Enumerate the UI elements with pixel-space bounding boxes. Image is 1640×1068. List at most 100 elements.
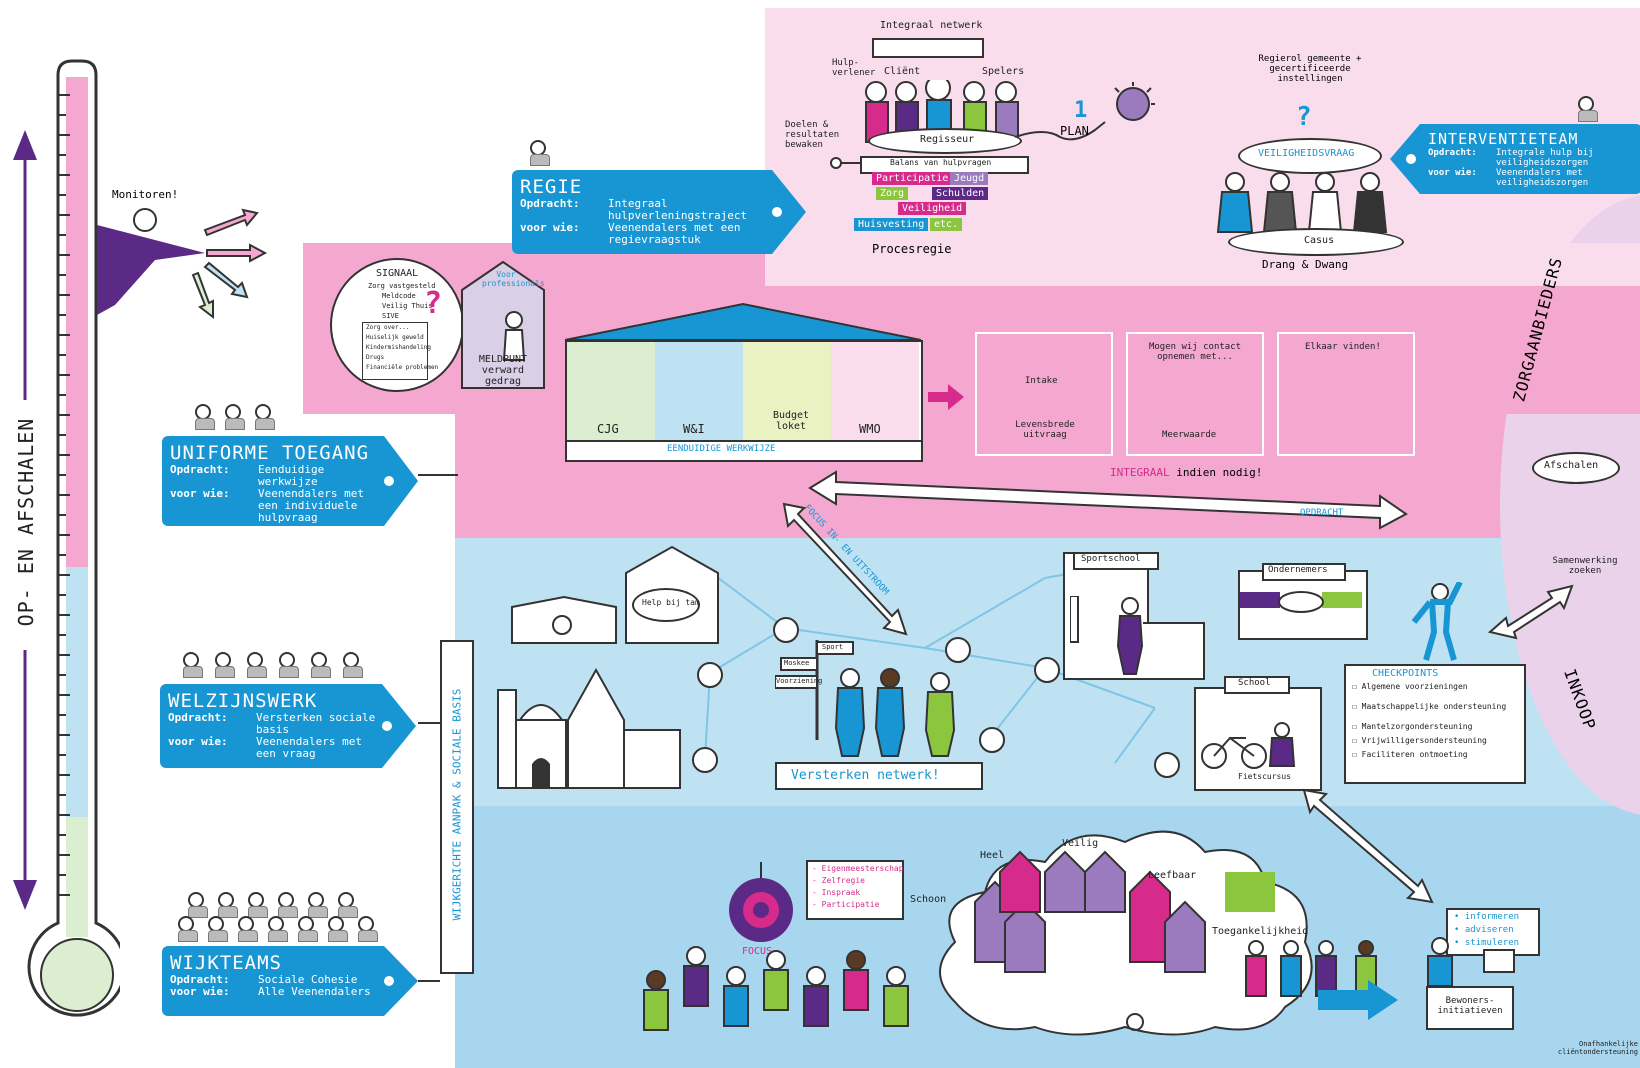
tag-hole	[384, 976, 394, 986]
person-icon	[328, 916, 348, 942]
person-icon	[279, 652, 299, 678]
panel-top-label: Elkaar vinden!	[1305, 342, 1381, 352]
opdracht-arrow	[808, 470, 1408, 530]
tag-value: Veenendalers met een regievraagstuk	[608, 221, 741, 246]
integraal-netwerk-sign: Integraal netwerk	[872, 20, 984, 58]
procesregie-connector	[765, 243, 1640, 288]
tag-key: Opdracht:	[170, 463, 230, 476]
tag-hole	[384, 476, 394, 486]
signpost	[775, 640, 854, 740]
bewoners-desk-figure	[1427, 937, 1515, 987]
onafhankelijke-label: Onafhankelijke cliëntondersteuning	[1557, 1040, 1638, 1056]
tag-title: WIJKTEAMS	[170, 952, 282, 974]
wijk-word: Veilig	[1062, 838, 1099, 849]
checkpoint-item: ☐ Maatschappelijke ondersteuning	[1352, 702, 1507, 711]
tag-value: Alle Veenendalers	[258, 985, 371, 998]
signaal-card-line: Financiële problemen	[366, 364, 439, 371]
plan-label: PLAN	[1060, 124, 1089, 138]
sportschool-sign: Sportschool	[1073, 552, 1159, 570]
toegang-cell-label: CJG	[597, 422, 619, 436]
focus-list-item: - Participatie	[812, 900, 880, 909]
panel-bottom-label: Levensbrede uitvraag	[1015, 420, 1075, 440]
residents-crowd	[643, 946, 909, 1031]
person-icon	[215, 652, 235, 678]
toegang-cell-label: WMO	[859, 422, 881, 436]
person-icon	[248, 892, 268, 918]
procesregie-role: Hulp-verlener	[832, 58, 876, 78]
versterken-netwerk-label: Versterken netwerk!	[791, 768, 940, 783]
tag-key: Opdracht:	[168, 711, 228, 724]
tag-hole	[1406, 154, 1416, 164]
bewoners-initiatieven-label: Bewoners-initiatieven	[1437, 996, 1503, 1016]
wijk-word: Heel	[980, 850, 1005, 861]
person-icon	[530, 140, 550, 166]
tag-key: voor wie:	[170, 985, 230, 998]
tag-title: INTERVENTIETEAM	[1428, 130, 1579, 148]
handshake-icon	[1240, 591, 1362, 613]
procesregie-table: Regisseur	[868, 128, 1022, 154]
procesregie-base-label: Balans van hulpvragen	[890, 158, 992, 167]
help-bubble: Help bij tam	[632, 588, 700, 622]
school-sign: School	[1224, 676, 1290, 694]
person-icon	[338, 892, 358, 918]
tag-key: Opdracht:	[1428, 148, 1477, 158]
integraal-label: INTEGRAAL	[1110, 466, 1170, 479]
person-icon	[178, 916, 198, 942]
procesregie-side-note: Doelen & resultaten bewaken	[785, 120, 840, 150]
procesregie-block: Veiligheid	[898, 202, 967, 215]
network-node	[979, 727, 1005, 753]
toegang-cell-wi: W&I	[655, 342, 743, 442]
tag-value: Eenduidige werkwijze	[258, 463, 325, 488]
tag-key: Opdracht:	[520, 197, 580, 210]
procesregie-role: Cliënt	[884, 66, 921, 77]
checkpoints-title: CHECKPOINTS	[1372, 668, 1439, 679]
plan-path	[1015, 82, 1155, 141]
person-icon	[183, 652, 203, 678]
welzijnswerk-tag: WELZIJNSWERK Opdracht:Versterken sociale…	[160, 684, 416, 768]
panel-top-label: Mogen wij contact opnemen met...	[1148, 342, 1242, 362]
veiligheidsvraag-bubble: VEILIGHEIDSVRAAG	[1238, 138, 1382, 174]
versterken-netwerk-banner: Versterken netwerk!	[775, 762, 983, 790]
procesregie-block: etc.	[930, 218, 963, 231]
tag-value: Versterken sociale basis	[256, 711, 376, 736]
procesregie-block: Participatie	[872, 172, 953, 185]
network-node	[773, 617, 799, 643]
tag-value: Integrale hulp bij veiligheidszorgen	[1496, 148, 1594, 168]
toegang-house: CJG W&I Budget loket WMO	[565, 340, 923, 444]
focus-arrow	[782, 502, 908, 636]
signaal-line: Zorg vastgesteld	[368, 282, 436, 290]
mosque-church-buildings	[497, 667, 681, 789]
signpost-label: Voorziening	[776, 677, 823, 685]
checkpoint-item: ☐ Algemene voorzieningen	[1352, 682, 1468, 691]
tag-value: Veenendalers met een individuele hulpvra…	[258, 487, 364, 524]
tag-key: Opdracht:	[170, 973, 230, 986]
tag-hole	[382, 721, 392, 731]
tag-value: Veenendalers met een vraag	[256, 735, 362, 760]
monitor-speech: Monitoren!	[112, 188, 179, 201]
wijk-word: Toegankelijkheid	[1212, 926, 1309, 937]
checkpoint-item: ☐ Faciliteren ontmoeting	[1352, 750, 1468, 759]
wijkteams-tag: WIJKTEAMS Opdracht: Sociale Cohesie voor …	[162, 946, 418, 1016]
person-icon	[247, 652, 267, 678]
up-down-arrow-icon	[13, 130, 37, 910]
bewoners-initiatieven-desk: Bewoners-initiatieven	[1426, 986, 1514, 1030]
thermometer	[27, 59, 120, 1017]
panel-top-label: Intake	[1025, 376, 1058, 386]
restaurant-building	[511, 595, 617, 644]
integraal-rest: indien nodig!	[1176, 466, 1263, 479]
person-icon	[311, 652, 331, 678]
integraal-text: INTEGRAAL indien nodig!	[1110, 466, 1262, 479]
signaal-line: SIVE	[382, 312, 399, 320]
signaal-card-line: Drugs	[366, 354, 385, 361]
casus-table: Casus	[1228, 228, 1404, 256]
ondernemers-sign: Ondernemers	[1262, 563, 1346, 581]
eenduidige-werkwijze-label: EENDUIDIGE WERKWIJZE	[667, 444, 776, 454]
help-label: Help bij tam	[642, 598, 700, 607]
tag-value: Sociale Cohesie	[258, 973, 358, 986]
toegang-panel-intake: Intake Levensbrede uitvraag	[975, 332, 1113, 456]
procesregie-block: Huisvesting	[854, 218, 929, 231]
tag-value: Veenendalers met veiligheidszorgen	[1496, 168, 1589, 188]
signaal-circle: SIGNAAL Zorg vastgesteld Meldcode Veilig…	[330, 258, 464, 392]
veiligheid-caption: Drang & Dwang	[1262, 258, 1349, 271]
school-label: School	[1238, 678, 1271, 688]
